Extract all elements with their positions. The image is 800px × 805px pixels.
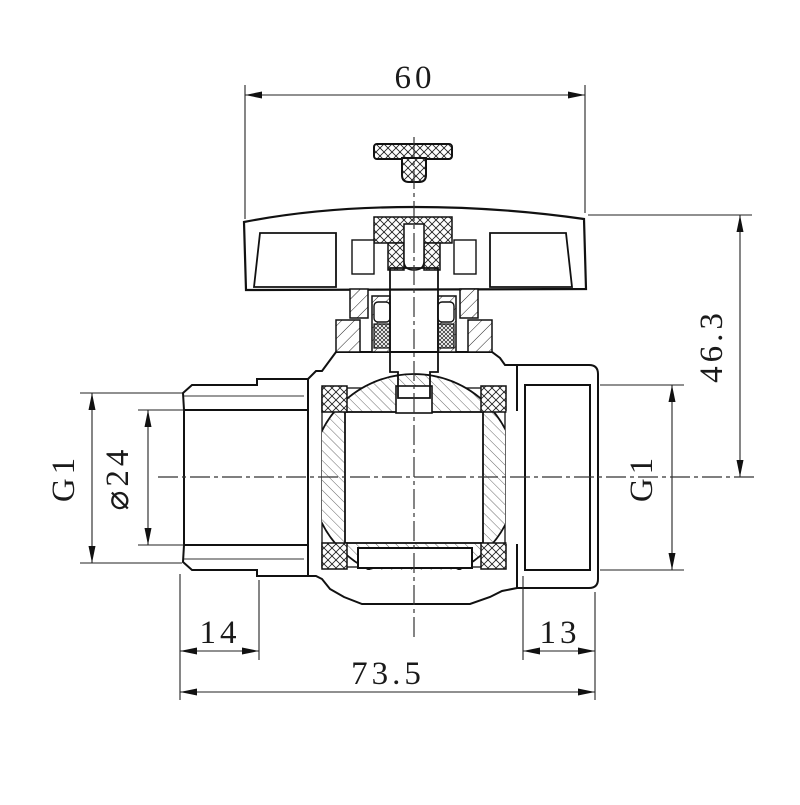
bonnet (335, 295, 493, 353)
inlet-thread-band-bottom (181, 544, 309, 577)
butterfly-handle (242, 205, 588, 319)
outlet-nut (516, 364, 599, 589)
handle-pocket-right (489, 232, 574, 288)
dimension-inlet-thread-length: 14 (179, 574, 260, 700)
stem-insert-leg-left (387, 242, 405, 271)
valve-seats (321, 385, 507, 570)
flow-gap-left (309, 411, 321, 544)
dimension-height-to-center: 46.3 (588, 214, 752, 477)
o-ring-left (373, 301, 391, 323)
dim-label-handle-width: 60 (395, 60, 436, 96)
seat-bottom-right (480, 542, 507, 570)
dim-label-outlet-thread: G1 (624, 454, 660, 502)
dimension-outlet-thread-length: 13 (522, 576, 596, 700)
dimension-handle-width: 60 (244, 60, 586, 219)
neck-shoulder-right (467, 319, 493, 353)
dim-label-height-to-center: 46.3 (694, 309, 730, 383)
dim-label-inlet-thread-length: 14 (200, 615, 241, 651)
o-ring-right (437, 301, 455, 323)
dim-label-outlet-thread-length: 13 (540, 615, 581, 651)
t-cap (373, 143, 453, 183)
handle-cutout-right (453, 239, 477, 275)
stem-insert-leg-right (423, 242, 441, 271)
packing-left (373, 323, 391, 349)
dim-label-bore-diameter: ⌀24 (100, 446, 136, 511)
seat-top-right (480, 385, 507, 413)
dim-label-overall-length: 73.5 (351, 656, 425, 692)
handle-foot-right (459, 288, 479, 319)
dimension-inlet-thread: G1 (46, 392, 182, 564)
handle-pocket-left (252, 232, 337, 288)
handle-cutout-left (351, 239, 375, 275)
dimension-overall-length: 73.5 (180, 656, 595, 696)
seat-bottom-left (321, 542, 348, 570)
t-cap-bar (373, 143, 453, 160)
bottom-retainer-plate (357, 547, 473, 569)
seat-top-left (321, 385, 348, 413)
dim-label-inlet-thread: G1 (46, 454, 82, 502)
stem (389, 267, 439, 399)
dimension-outlet-thread: G1 (600, 384, 684, 571)
packing-right (437, 323, 455, 349)
neck-shoulder-left (335, 319, 361, 353)
handle-foot-left (349, 288, 369, 319)
inlet-thread-band-top (181, 378, 309, 411)
dimension-bore-diameter: ⌀24 (100, 409, 184, 546)
